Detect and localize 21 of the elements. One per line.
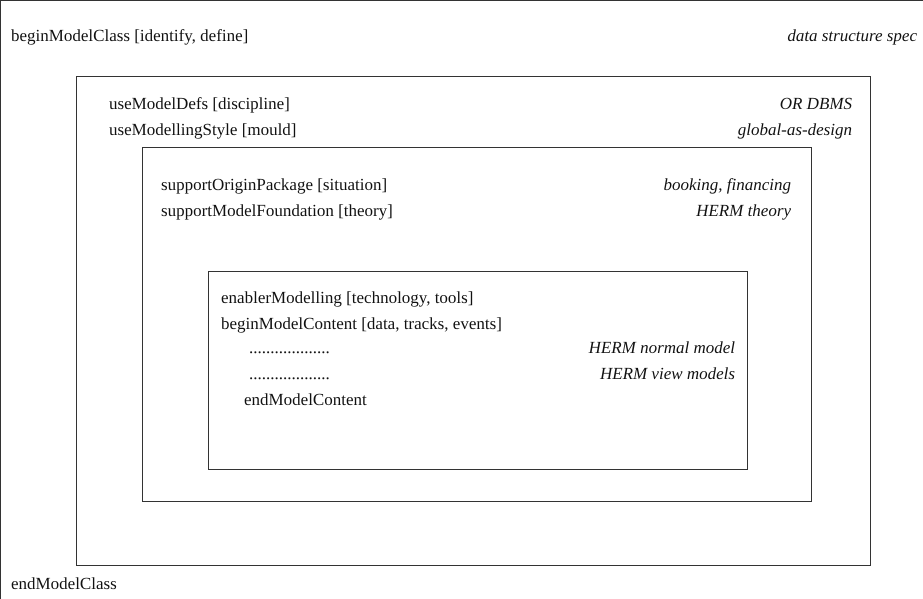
annotation-text: HERM theory xyxy=(696,201,791,221)
keyword-text: endModelContent xyxy=(244,390,367,410)
annotation-text: OR DBMS xyxy=(780,94,852,114)
annotation-text: HERM normal model xyxy=(588,338,735,358)
nested-box xyxy=(76,76,871,566)
annotation-text: global-as-design xyxy=(738,120,852,140)
keyword-text: supportModelFoundation [theory] xyxy=(161,201,393,221)
keyword-text: useModellingStyle [mould] xyxy=(109,120,296,140)
nested-box xyxy=(142,147,812,502)
annotation-text: booking, financing xyxy=(664,175,791,195)
keyword-text: enablerModelling [technology, tools] xyxy=(221,288,474,308)
annotation-text: HERM view models xyxy=(600,364,735,384)
keyword-text: ................... xyxy=(249,364,330,384)
keyword-text: useModelDefs [discipline] xyxy=(109,94,290,114)
annotation-text: data structure spec xyxy=(787,26,917,46)
keyword-text: ................... xyxy=(249,338,330,358)
keyword-text: endModelClass xyxy=(11,574,117,594)
keyword-text: beginModelContent [data, tracks, events] xyxy=(221,314,502,334)
keyword-text: beginModelClass [identify, define] xyxy=(11,26,248,46)
keyword-text: supportOriginPackage [situation] xyxy=(161,175,388,195)
nested-box xyxy=(208,271,748,470)
